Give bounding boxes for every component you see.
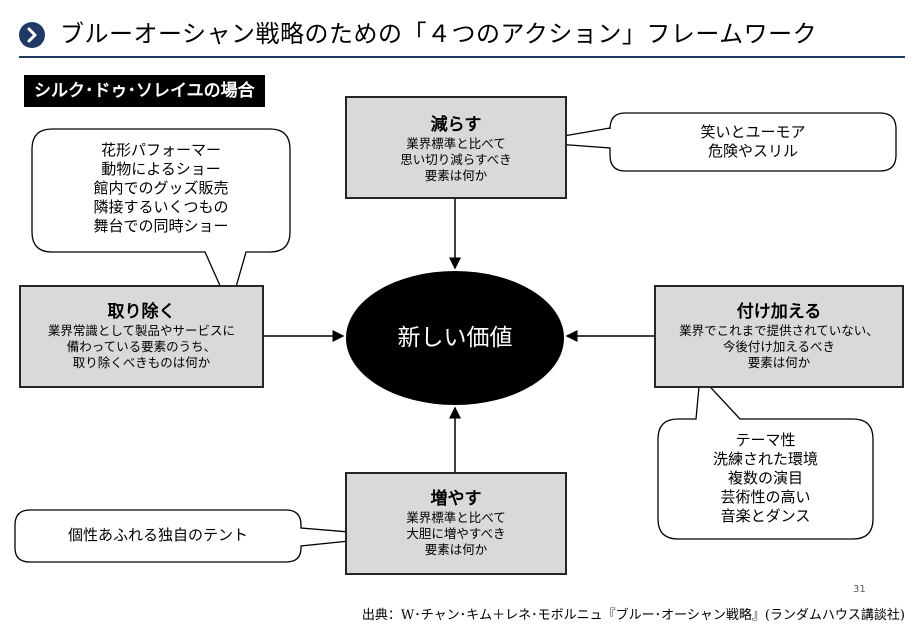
- bubble-reduce: [528, 112, 897, 172]
- case-label: シルク･ドゥ･ソレイユの場合: [24, 75, 265, 107]
- header-divider: [19, 56, 905, 58]
- page-title: ブルーオーシャン戦略のための「４つのアクション」フレームワーク: [60, 20, 818, 48]
- bubble-create: [657, 374, 874, 540]
- action-title-create: 付け加える: [736, 302, 822, 322]
- action-title-eliminate: 取り除く: [107, 302, 176, 322]
- action-box-eliminate: 取り除く 業界常識として製品やサービスに 備わっている要素のうち、 取り除くべき…: [19, 285, 264, 388]
- action-desc-create: 業界でこれまで提供されていない、 今後付け加えるべき 要素は何か: [679, 323, 879, 370]
- action-desc-eliminate: 業界常識として製品やサービスに 備わっている要素のうち、 取り除くべきものは何か: [47, 323, 236, 370]
- bubble-eliminate: [31, 128, 291, 310]
- center-new-value: 新しい価値: [346, 271, 564, 405]
- page-number: 31: [853, 584, 866, 595]
- examples-eliminate: 花形パフォーマー 動物によるショー 館内でのグッズ販売 隣接するいくつもの 舞台…: [93, 141, 229, 235]
- examples-create: テーマ性 洗練された環境 複数の演目 芸術性の高い 音楽とダンス: [712, 431, 818, 525]
- chevron-right-icon: [19, 22, 45, 48]
- bubble-raise: [14, 509, 399, 563]
- action-desc-reduce: 業界標準と比べて 思い切り減らすべき 要素は何か: [400, 136, 512, 183]
- action-title-reduce: 減らす: [430, 115, 482, 135]
- examples-reduce: 笑いとユーモア 危険やスリル: [700, 123, 806, 160]
- action-box-create: 付け加える 業界でこれまで提供されていない、 今後付け加えるべき 要素は何か: [654, 285, 904, 388]
- action-desc-raise: 業界標準と比べて 大胆に増やすべき 要素は何か: [406, 510, 506, 557]
- examples-raise: 個性あふれる独自のテント: [67, 526, 248, 544]
- action-box-raise: 増やす 業界標準と比べて 大胆に増やすべき 要素は何か: [345, 472, 567, 575]
- action-title-raise: 増やす: [430, 489, 482, 509]
- source-citation: 出典：W･チャン･キム＋レネ･モボルニュ『ブルー･オーシャン戦略』(ランダムハウ…: [361, 608, 905, 623]
- slide-header: ブルーオーシャン戦略のための「４つのアクション」フレームワーク: [0, 0, 915, 58]
- action-box-reduce: 減らす 業界標準と比べて 思い切り減らすべき 要素は何か: [345, 96, 567, 199]
